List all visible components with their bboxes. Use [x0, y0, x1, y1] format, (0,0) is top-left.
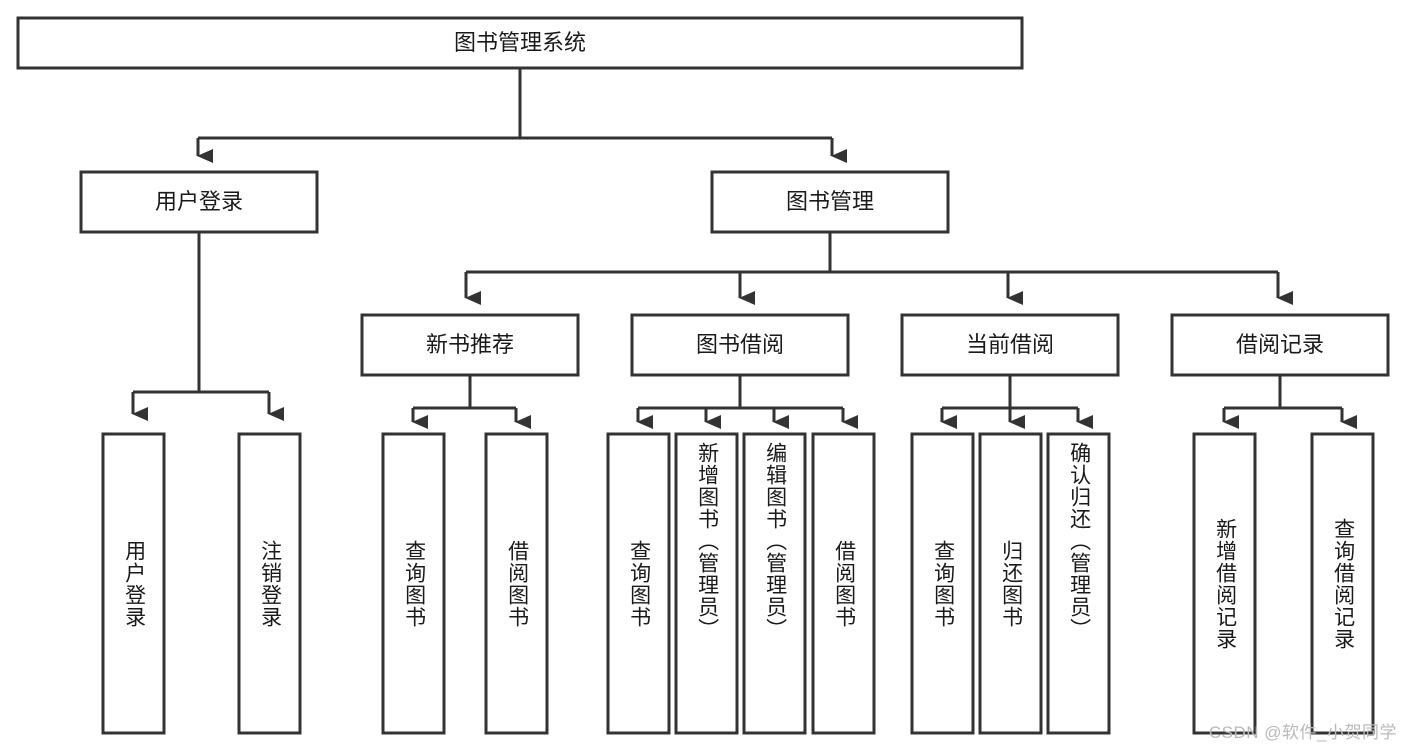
node-leaf-add-record-box[interactable]	[1192, 432, 1257, 735]
node-new-book-rec-label: 新书推荐	[426, 332, 514, 357]
node-book-borrow-box[interactable]	[630, 313, 850, 377]
node-borrow-record-box[interactable]	[1170, 313, 1390, 377]
node-leaf-query-book-3-box[interactable]	[910, 432, 975, 735]
node-leaf-logout-box[interactable]	[237, 432, 302, 735]
node-root-box[interactable]	[16, 16, 1024, 70]
node-user-login-label: 用户登录	[155, 189, 243, 214]
node-new-book-rec-box[interactable]	[360, 313, 580, 377]
node-leaf-query-record-box[interactable]	[1310, 432, 1375, 735]
node-current-borrow-box[interactable]	[900, 313, 1120, 377]
node-borrow-record-label: 借阅记录	[1236, 332, 1324, 357]
node-leaf-return-book-box[interactable]	[978, 432, 1043, 735]
node-leaf-confirm-return-box[interactable]	[1046, 432, 1111, 735]
node-book-manage-label: 图书管理	[786, 189, 874, 214]
node-leaf-user-login-box[interactable]	[101, 432, 166, 735]
node-leaf-borrow-book-1-box[interactable]	[484, 432, 549, 735]
node-book-manage-box[interactable]	[710, 170, 950, 234]
node-leaf-add-book-box[interactable]	[674, 432, 739, 735]
node-leaf-borrow-book-2-box[interactable]	[811, 432, 876, 735]
node-leaf-query-book-1-box[interactable]	[381, 432, 446, 735]
node-leaf-query-book-2-box[interactable]	[606, 432, 671, 735]
node-leaf-edit-book-box[interactable]	[742, 432, 807, 735]
node-current-borrow-label: 当前借阅	[966, 332, 1054, 357]
node-root-label: 图书管理系统	[454, 30, 586, 55]
node-book-borrow-label: 图书借阅	[696, 332, 784, 357]
